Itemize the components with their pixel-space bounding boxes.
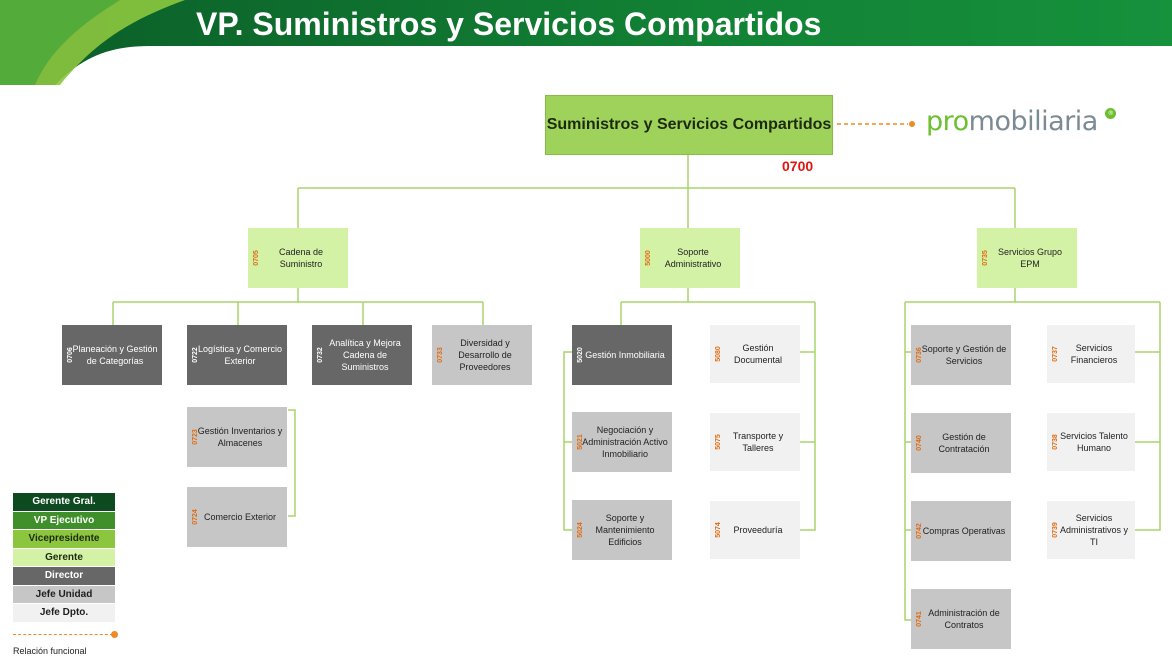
legend-item-jefe-unidad: Jefe Unidad (13, 585, 115, 603)
legend-relation-line (13, 634, 113, 635)
unit-label: Negociación y Administración Activo Inmo… (582, 425, 668, 459)
unit-code: 5080 (714, 346, 722, 362)
page-title: VP. Suministros y Servicios Compartidos (196, 6, 822, 42)
unit-negociacion-activo: 5021 Negociación y Administración Activo… (572, 412, 672, 472)
unit-code: 0732 (316, 347, 324, 363)
legend-item-vicepresidente: Vicepresidente (13, 530, 115, 548)
unit-code: 5024 (576, 522, 584, 538)
unit-code: 5020 (576, 347, 584, 363)
unit-servicios-financieros: 0737 Servicios Financieros (1047, 325, 1135, 383)
unit-servicios-administrativos-ti: 0739 Servicios Administrativos y TI (1047, 501, 1135, 559)
unit-code: 0706 (66, 347, 74, 363)
unit-label: Logística y Comercio Exterior (197, 344, 283, 366)
unit-planeacion-categorias: 0706 Planeación y Gestión de Categorías (62, 325, 162, 385)
unit-label: Diversidad y Desarrollo de Proveedores (458, 338, 512, 372)
unit-code: 0738 (1051, 434, 1059, 450)
unit-code: 0741 (915, 611, 923, 627)
unit-diversidad-proveedores: 0733 Diversidad y Desarrollo de Proveedo… (432, 325, 532, 385)
unit-code: 5000 (644, 250, 652, 266)
unit-code: 0739 (1051, 522, 1059, 538)
unit-code: 0705 (252, 250, 260, 266)
unit-servicios-talento-humano: 0738 Servicios Talento Humano (1047, 413, 1135, 471)
unit-code: 0724 (191, 509, 199, 525)
unit-inventarios-almacenes: 0723 Gestión Inventarios y Almacenes (187, 407, 287, 467)
unit-code: 0733 (436, 347, 444, 363)
unit-label: Servicios Financieros (1070, 343, 1118, 365)
unit-label: Compras Operativas (922, 526, 1006, 536)
unit-label: Soporte Administrativo (664, 247, 722, 269)
logo-prefix: pro (926, 106, 969, 137)
unit-code: 0742 (915, 523, 923, 539)
unit-code: 0735 (981, 250, 989, 266)
unit-soporte-gestion-servicios: 0736 Soporte y Gestión de Servicios (911, 325, 1011, 385)
unit-label: Soporte y Mantenimiento Edificios (595, 513, 655, 547)
legend-relation-label: Relación funcional (13, 646, 87, 656)
legend-item-vp-ejecutivo: VP Ejecutivo (13, 511, 115, 529)
unit-mantenimiento-edificios: 5024 Soporte y Mantenimiento Edificios (572, 500, 672, 560)
unit-label: Gestión Inmobiliaria (585, 350, 665, 360)
unit-gestion-contratacion: 0740 Gestión de Contratación (911, 413, 1011, 473)
unit-code: 5021 (576, 434, 584, 450)
unit-code: 0736 (915, 347, 923, 363)
unit-cadena-suministro: 0705 Cadena de Suministro (248, 228, 348, 288)
unit-label: Planeación y Gestión de Categorías (72, 344, 158, 366)
logo-registered-mark: ® (1105, 108, 1116, 119)
unit-code: 5075 (714, 434, 722, 450)
promobiliaria-logo: promobiliaria ® (926, 106, 1116, 137)
unit-analitica-mejora: 0732 Analítica y Mejora Cadena de Sumini… (312, 325, 412, 385)
unit-label: Proveeduría (733, 525, 783, 535)
unit-gestion-documental: 5080 Gestión Documental (710, 325, 800, 383)
unit-transporte-talleres: 5075 Transporte y Talleres (710, 413, 800, 471)
legend-item-jefe-dpto: Jefe Dpto. (13, 604, 115, 622)
unit-code: 0737 (1051, 346, 1059, 362)
unit-label: Transporte y Talleres (732, 431, 784, 453)
unit-code: 5074 (714, 522, 722, 538)
unit-administracion-contratos: 0741 Administración de Contratos (911, 589, 1011, 649)
unit-code: 0722 (191, 347, 199, 363)
unit-code: 0740 (915, 435, 923, 451)
root-unit-label: Suministros y Servicios Compartidos (546, 116, 832, 133)
root-unit-code: 0700 (782, 158, 814, 174)
unit-label: Gestión de Contratación (938, 432, 990, 454)
unit-label: Servicios Talento Humano (1060, 431, 1128, 453)
unit-label: Soporte y Gestión de Servicios (921, 344, 1007, 366)
unit-comercio-exterior: 0724 Comercio Exterior (187, 487, 287, 547)
root-unit-box: Suministros y Servicios Compartidos (545, 95, 833, 155)
legend-item-gerente-gral: Gerente Gral. (13, 493, 115, 511)
unit-soporte-administrativo: 5000 Soporte Administrativo (640, 228, 740, 288)
unit-label: Gestión Inventarios y Almacenes (197, 426, 283, 448)
unit-label: Administración de Contratos (928, 608, 1000, 630)
logo-suffix: mobiliaria (968, 106, 1099, 137)
header-banner (0, 0, 1172, 85)
unit-servicios-grupo-epm: 0735 Servicios Grupo EPM (977, 228, 1077, 288)
legend-item-director: Director (13, 567, 115, 585)
unit-label: Servicios Grupo EPM (997, 247, 1063, 269)
unit-label: Gestión Documental (733, 343, 783, 365)
unit-gestion-inmobiliaria: 5020 Gestión Inmobiliaria (572, 325, 672, 385)
legend-item-gerente: Gerente (13, 548, 115, 566)
legend: Gerente Gral. VP Ejecutivo Vicepresident… (13, 493, 115, 623)
unit-label: Cadena de Suministro (278, 247, 324, 269)
legend-relation-dot (111, 631, 118, 638)
unit-compras-operativas: 0742 Compras Operativas (911, 501, 1011, 561)
unit-label: Comercio Exterior (203, 512, 277, 522)
unit-label: Servicios Administrativos y TI (1059, 513, 1129, 547)
unit-code: 0723 (191, 429, 199, 445)
unit-label: Analítica y Mejora Cadena de Suministros (329, 338, 401, 372)
unit-proveeduria: 5074 Proveeduría (710, 501, 800, 559)
unit-logistica-comercio: 0722 Logística y Comercio Exterior (187, 325, 287, 385)
